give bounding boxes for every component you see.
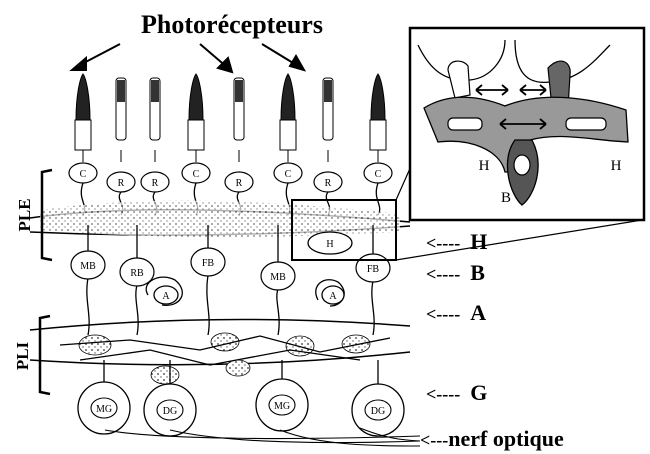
bipolar-cell-1: MB	[71, 225, 105, 335]
photoreceptor-7: R	[314, 78, 342, 215]
ganglion-cell-3: MG	[256, 360, 308, 431]
cone-label: C	[375, 169, 382, 180]
bipolar-cell-5: FB	[356, 225, 390, 335]
bipolar-label: MB	[80, 261, 96, 272]
pli-label: PLI	[13, 341, 32, 370]
amacrine-label-2: A	[329, 291, 337, 302]
photoreceptor-2: R	[107, 78, 135, 215]
ganglion-label: DG	[163, 406, 177, 417]
bipolar-cell-3: FB	[191, 225, 225, 335]
bipolar-label: FB	[202, 258, 215, 269]
photoreceptor-3: R	[141, 78, 169, 215]
bipolar-cell-2: RB	[120, 225, 154, 335]
inset-label-h-left: H	[479, 158, 490, 174]
ganglion-cell-1: MG	[78, 360, 130, 434]
photoreceptor-8: C	[364, 74, 392, 215]
pli-band	[30, 320, 410, 384]
ple-label: PLE	[15, 198, 34, 231]
rod-label: R	[236, 178, 243, 189]
arrow-labels: <----H <----B <----A <----G <---nerf opt…	[420, 229, 564, 451]
horizontal-cell: H	[308, 232, 352, 254]
rod-label: R	[118, 178, 125, 189]
bipolar-label: MB	[270, 272, 286, 283]
photoreceptor-1: C	[69, 74, 97, 215]
rod-label: R	[325, 178, 332, 189]
photoreceptor-4: C	[182, 74, 210, 215]
pli-bracket: PLI	[13, 316, 50, 394]
arrow-g: <----G	[426, 380, 487, 405]
cone-label: C	[193, 169, 200, 180]
ganglion-label: MG	[96, 404, 112, 415]
amacrine-label-1: A	[162, 291, 170, 302]
cone-label: C	[285, 169, 292, 180]
title-arrows	[72, 44, 304, 72]
rod-label: R	[152, 178, 159, 189]
bipolar-cell-4: MB	[261, 225, 295, 335]
bipolar-label: FB	[367, 264, 380, 275]
ple-band	[30, 201, 410, 237]
photoreceptor-5: R	[225, 78, 253, 215]
cone-label: C	[80, 169, 87, 180]
ganglion-cell-4: DG	[352, 360, 404, 436]
inset-label-h-right: H	[611, 158, 622, 174]
ganglion-label: DG	[371, 406, 385, 417]
inset-label-b: B	[501, 190, 511, 206]
bipolar-label: RB	[130, 268, 144, 279]
horizontal-cell-label: H	[326, 239, 333, 250]
arrow-a: <----A	[426, 300, 486, 325]
arrow-h: <----H	[426, 229, 487, 254]
arrow-b: <----B	[426, 260, 485, 285]
synapse-inset: H B H	[410, 28, 644, 220]
title: Photorécepteurs	[141, 10, 323, 39]
arrow-nerf-optique: <---nerf optique	[420, 426, 564, 451]
ganglion-label: MG	[274, 401, 290, 412]
amacrine-cells: A A	[146, 277, 344, 306]
photoreceptor-6: C	[274, 74, 302, 215]
